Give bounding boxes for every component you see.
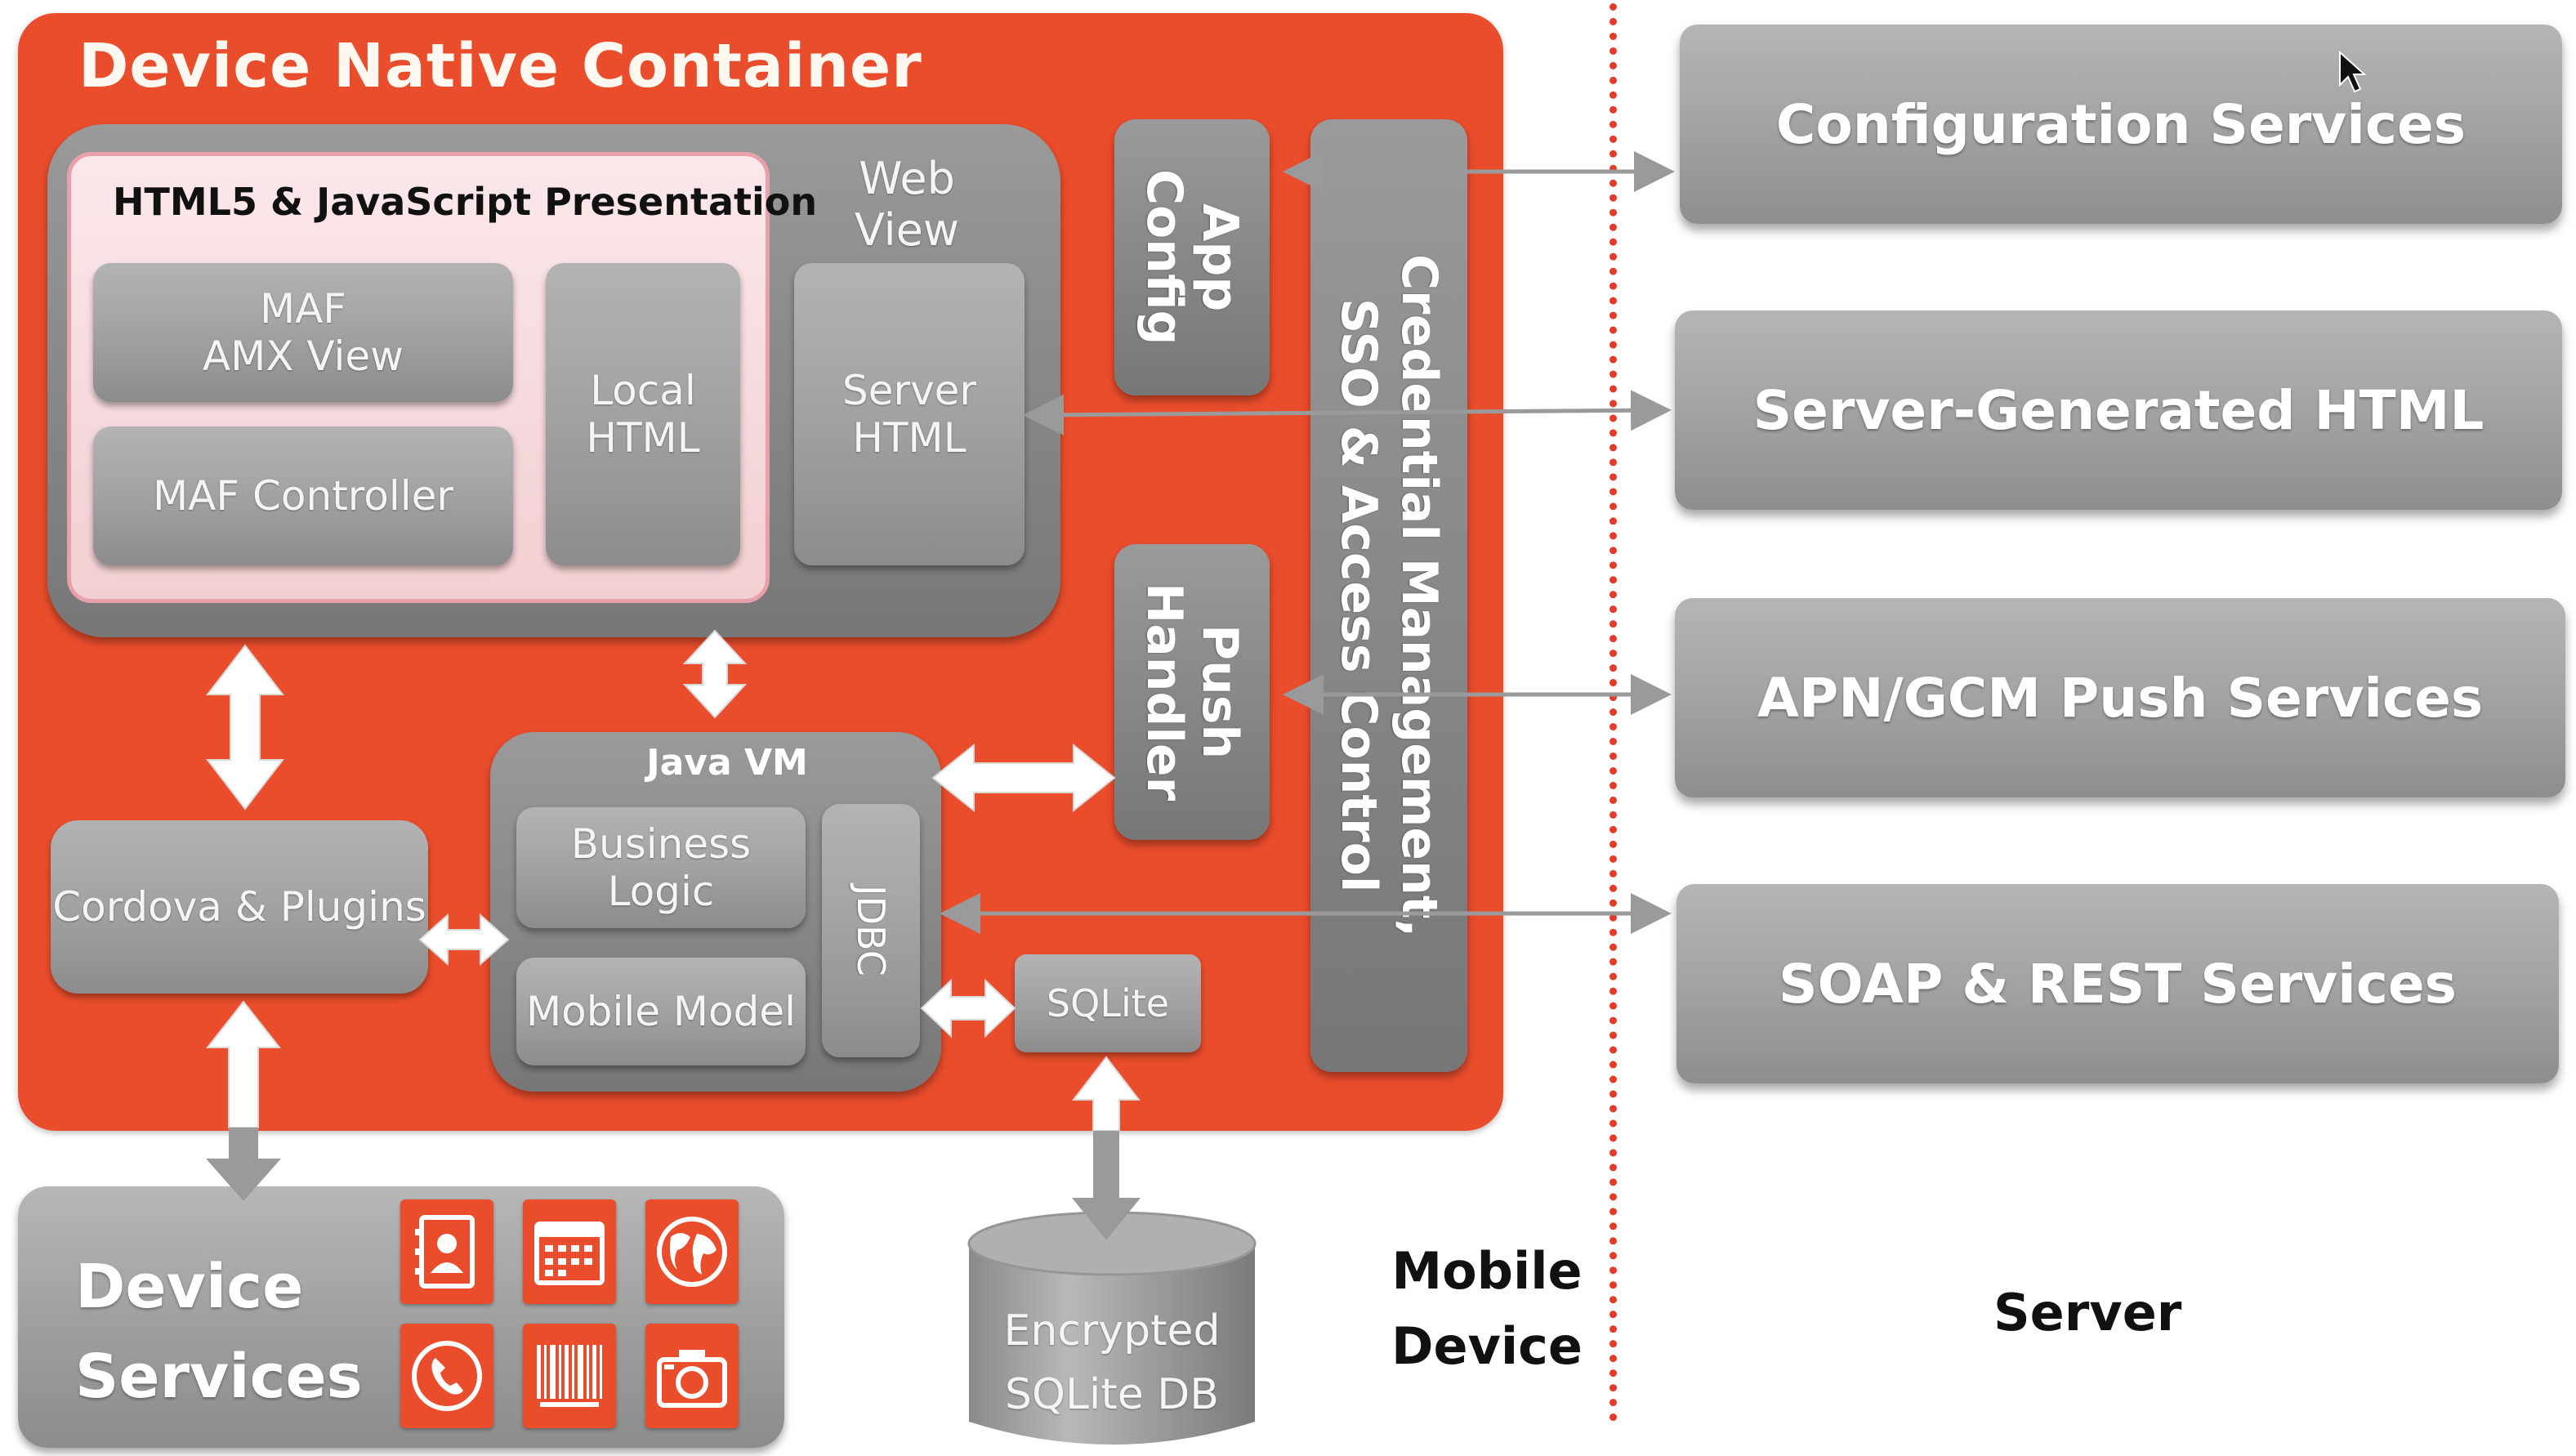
globe-icon [645, 1199, 739, 1304]
server-generated-html-label: Server-Generated HTML [1752, 378, 2484, 442]
jdbc-sqlite-arrow [920, 978, 1016, 1038]
sqlite-db-arrow-bottom [1072, 1131, 1141, 1240]
configuration-services-box: Configuration Services [1680, 25, 2562, 224]
web-view-label: Web View [817, 139, 997, 270]
server-label: Server [1993, 1283, 2182, 1342]
phone-icon [400, 1324, 493, 1428]
mobile-device-label: Mobile Device [1381, 1234, 1593, 1384]
app-config-line2: Config [1136, 169, 1193, 346]
push-services-box: APN/GCM Push Services [1675, 598, 2565, 797]
business-logic-label: Business Logic [570, 820, 752, 915]
mobile-model-label: Mobile Model [525, 988, 797, 1035]
sqlite-db-arrow-top [1071, 1056, 1141, 1132]
server-html-box: Server HTML [794, 263, 1025, 565]
presentation-title: HTML5 & JavaScript Presentation [113, 180, 818, 224]
server-html-line1: Server [842, 367, 976, 414]
maf-amx-view-box: MAF AMX View [93, 263, 513, 402]
push-services-label: APN/GCM Push Services [1757, 666, 2484, 730]
soap-rest-services-box: SOAP & REST Services [1676, 884, 2559, 1083]
app-config-box: App Config [1114, 119, 1270, 395]
local-html-box: Local HTML [546, 263, 740, 565]
camera-icon [645, 1324, 739, 1428]
business-logic-box: Business Logic [516, 807, 806, 928]
calendar-icon [523, 1199, 616, 1304]
push-handler-box: Push Handler [1114, 544, 1270, 840]
mobile-model-box: Mobile Model [516, 958, 806, 1065]
encrypted-db-line2: SQLite DB [1005, 1370, 1219, 1419]
cordova-plugins-box: Cordova & Plugins [51, 820, 428, 994]
web-view-label-line2: View [854, 204, 960, 256]
sqlite-box: SQLite [1015, 954, 1201, 1052]
barcode-icon [523, 1324, 616, 1428]
white-double-arrows [205, 629, 1141, 1132]
maf-amx-line2: AMX View [202, 333, 404, 380]
mobile-device-line1: Mobile [1391, 1241, 1583, 1301]
server-connector-lines [940, 151, 1675, 934]
local-html-line2: HTML [586, 414, 700, 462]
maf-controller-label: MAF Controller [153, 472, 453, 520]
local-html-line1: Local [590, 367, 696, 414]
jdbc-label: JDBC [849, 885, 893, 976]
push-handler-line1: Push [1191, 624, 1248, 760]
device-services-label: Device Services [75, 1242, 363, 1422]
push-handler-line2: Handler [1136, 583, 1193, 802]
device-services-line1: Device [75, 1252, 304, 1322]
mobile-device-line2: Device [1391, 1316, 1583, 1376]
webview-javavm-arrow [682, 629, 748, 719]
javavm-push-arrow [931, 743, 1116, 813]
credential-line1: Credential Management, [1391, 253, 1448, 938]
maf-controller-box: MAF Controller [93, 427, 513, 565]
mouse-cursor-icon [2338, 50, 2367, 98]
encrypted-db-label: Encrypted SQLite DB [964, 1299, 1260, 1427]
server-html-connector [1023, 390, 1672, 435]
container-title: Device Native Container [78, 31, 922, 101]
web-view-label-line1: Web [859, 153, 955, 204]
server-generated-html-box: Server-Generated HTML [1675, 310, 2562, 510]
contacts-icon [400, 1199, 493, 1304]
cordova-device-arrow-bottom [206, 1128, 281, 1201]
sqlite-label: SQLite [1046, 981, 1170, 1025]
device-services-line2: Services [75, 1342, 363, 1412]
soap-rest-services-label: SOAP & REST Services [1779, 952, 2457, 1016]
app-config-line1: App [1191, 203, 1248, 312]
configuration-services-label: Configuration Services [1775, 92, 2467, 156]
encrypted-db-line1: Encrypted [1003, 1306, 1221, 1356]
java-vm-title: Java VM [646, 742, 808, 784]
presentation-cordova-arrow [205, 644, 285, 811]
cordova-label: Cordova & Plugins [52, 883, 426, 931]
server-html-line2: HTML [852, 414, 967, 462]
jdbc-box: JDBC [822, 804, 920, 1057]
cordova-device-arrow-top [205, 1000, 282, 1128]
maf-amx-line1: MAF [259, 285, 347, 333]
grey-arrow-ends [206, 1128, 1141, 1240]
cordova-javavm-arrow [418, 913, 510, 967]
